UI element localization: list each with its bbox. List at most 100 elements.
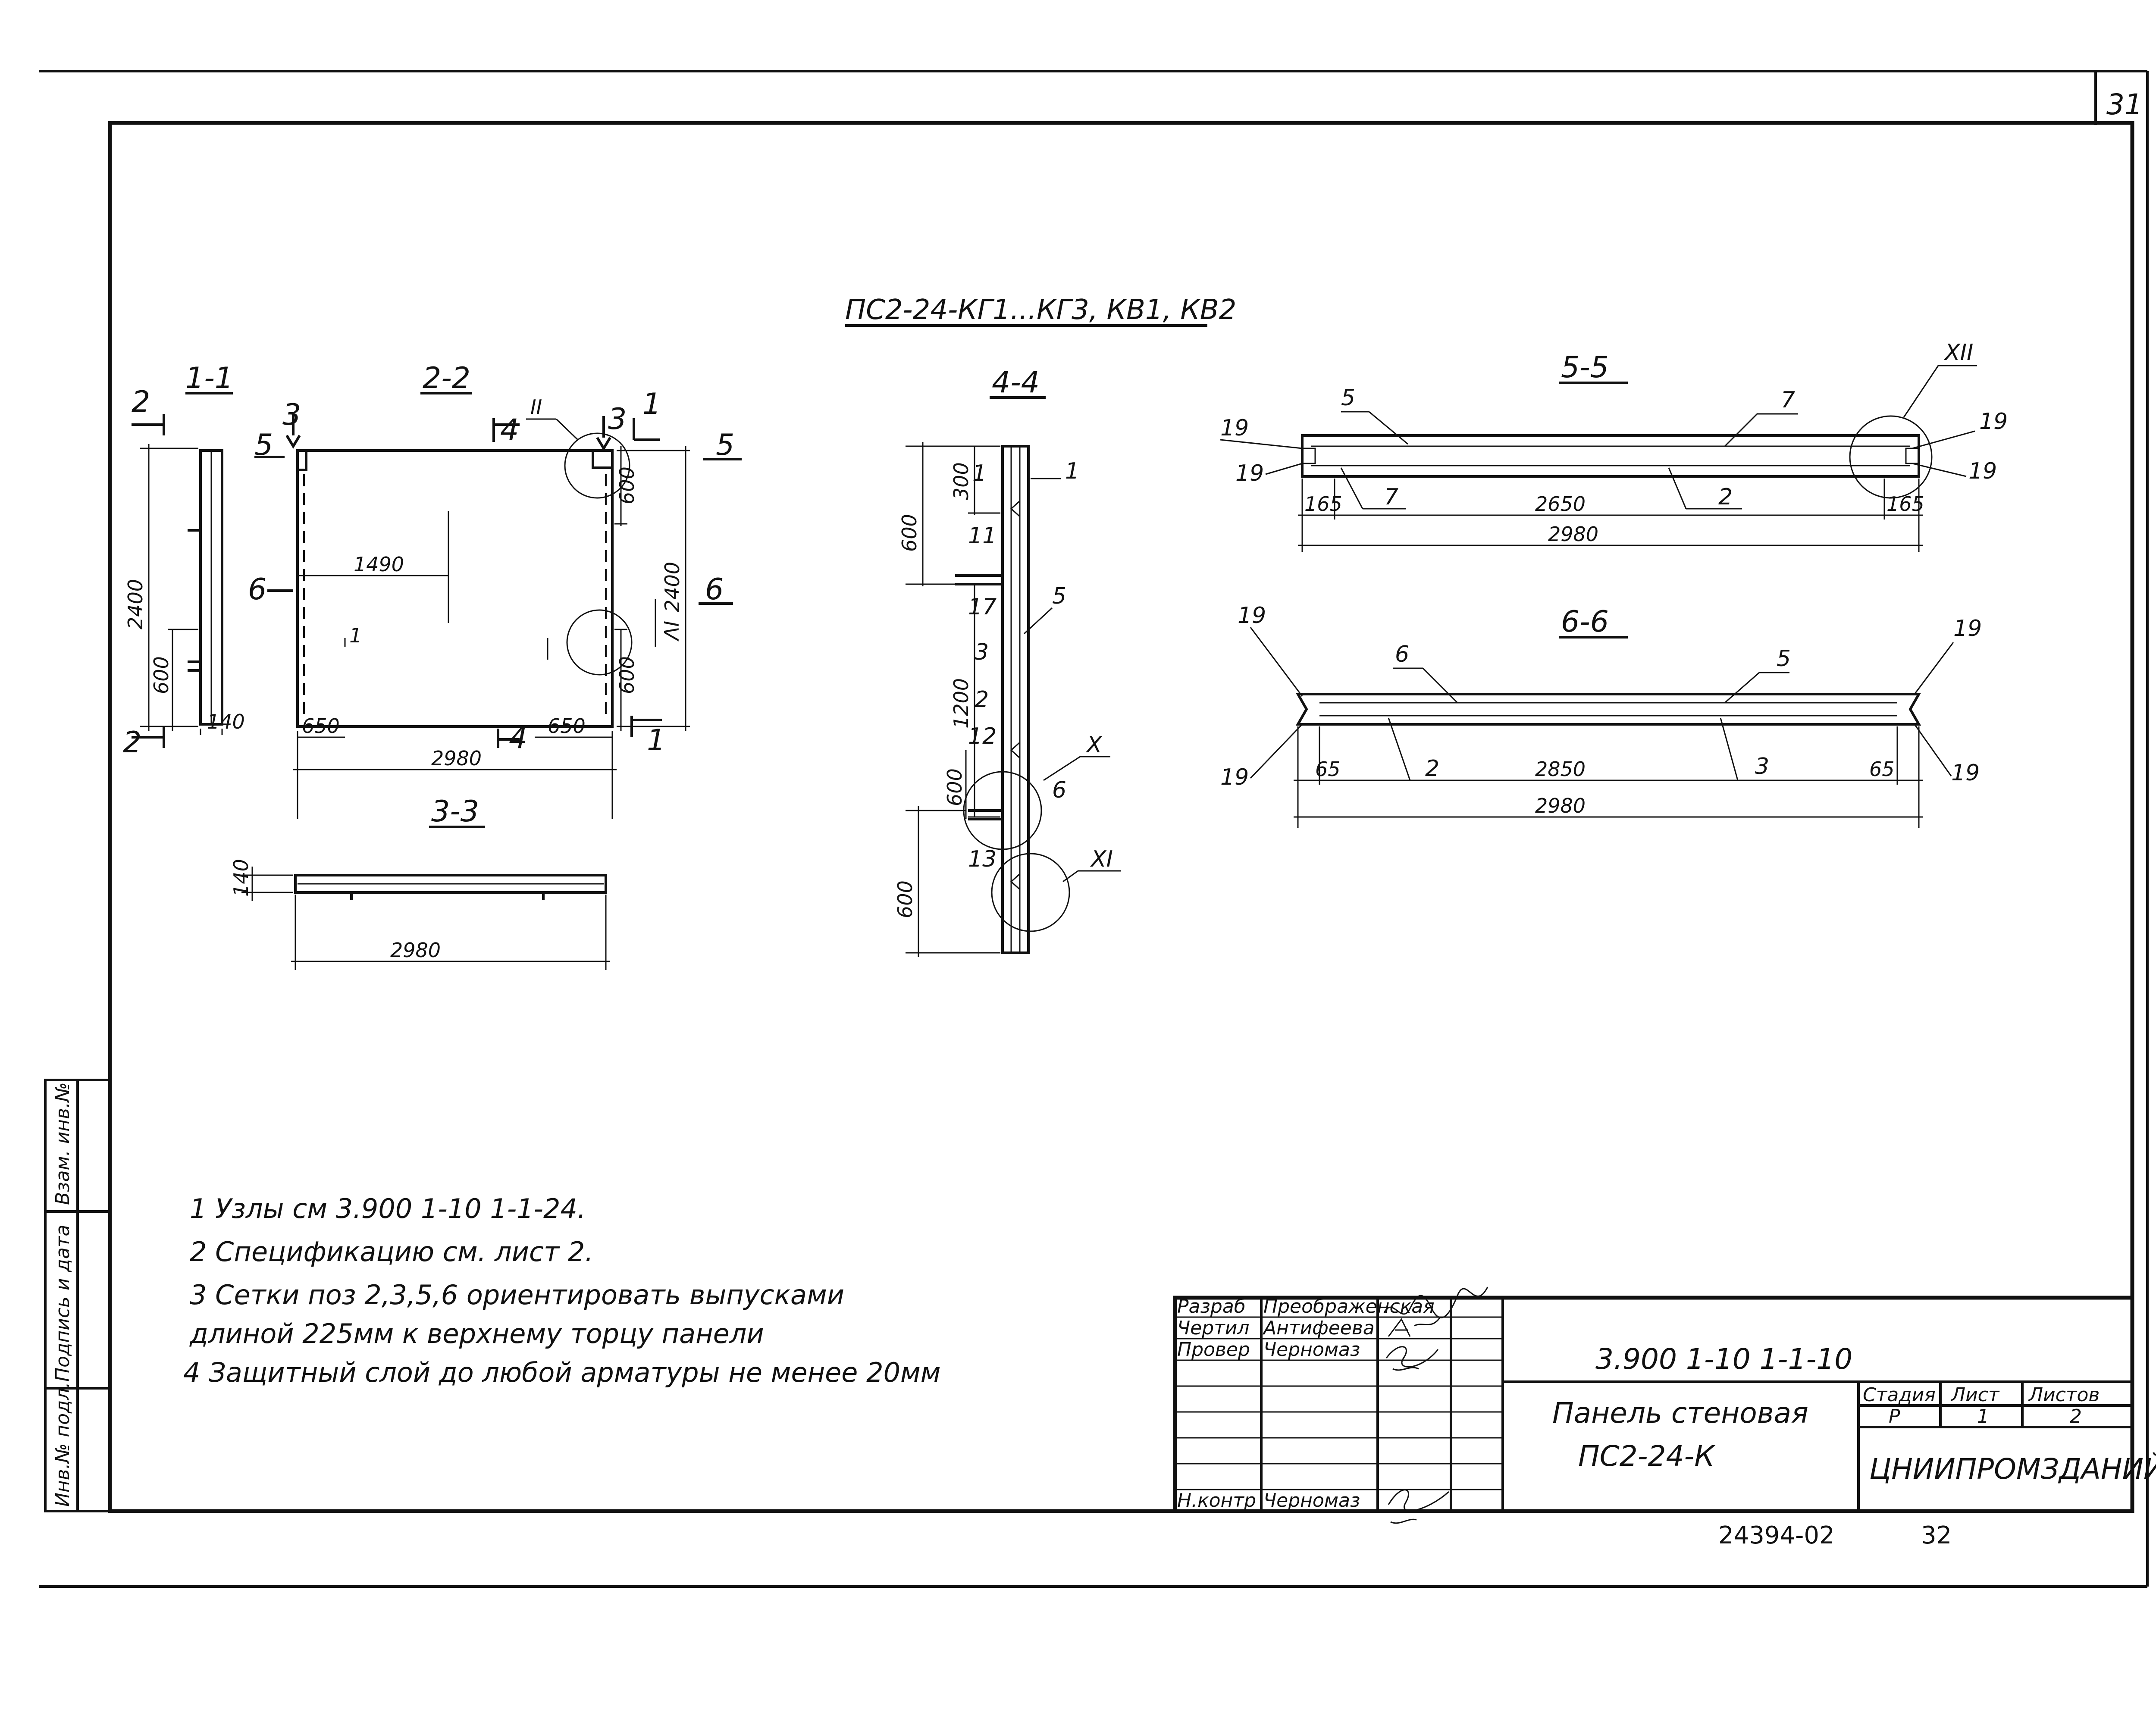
cut-mark-5-right: 5 bbox=[716, 428, 734, 462]
role-razrab: Разраб bbox=[1177, 1296, 1246, 1318]
value-listov: 2 bbox=[2070, 1405, 2082, 1427]
sheet-number: 31 bbox=[2106, 88, 2143, 121]
pos-3-6-6: 3 bbox=[1755, 754, 1769, 779]
dim-2400-right: 2400 bbox=[661, 562, 684, 612]
section-label-4-4: 4-4 bbox=[992, 366, 1040, 400]
title-block-name-line2: ПС2-24-К bbox=[1578, 1440, 1716, 1473]
dim-650-right: 650 bbox=[548, 714, 586, 738]
organization: ЦНИИПРОМЗДАНИЙ bbox=[1869, 1452, 2156, 1486]
name-chertil: Антифеева bbox=[1262, 1317, 1375, 1339]
cut-mark-6-right: 6 bbox=[705, 573, 724, 607]
cut-mark-2-top: 2 bbox=[132, 385, 150, 419]
cut-mark-6-left: 6 bbox=[248, 573, 266, 607]
pos-19-6-6-top-right: 19 bbox=[1953, 616, 1982, 642]
pos-12-4-4: 12 bbox=[968, 723, 997, 749]
dim-600-right-top: 600 bbox=[615, 466, 639, 504]
section-1-1: 1-1 2 2 2400 600 140 bbox=[123, 361, 245, 760]
note-2: 2 Спецификацию см. лист 2. bbox=[190, 1236, 593, 1268]
pos-2-4-4: 2 bbox=[975, 687, 989, 713]
pos-19-5-5-bottom-right: 19 bbox=[1968, 458, 1997, 484]
footer: 24394-02 32 bbox=[1718, 1521, 1952, 1549]
pos-11-4-4: 11 bbox=[968, 523, 997, 549]
name-nkontr: Черномаз bbox=[1263, 1490, 1360, 1512]
pos-3-4-4: 3 bbox=[975, 639, 989, 665]
title-block: Разраб Чертил Провер Н.контр Преображенс… bbox=[1173, 1286, 2156, 1524]
note-3-continued: длиной 225мм к верхнему торцу панели bbox=[189, 1318, 764, 1349]
dim-165-left: 165 bbox=[1304, 492, 1342, 516]
cut-mark-4-top: 4 bbox=[500, 413, 519, 447]
archive-number: 24394-02 bbox=[1718, 1521, 1835, 1549]
dim-165-right: 165 bbox=[1887, 492, 1924, 516]
title-block-name-line1: Панель стеновая bbox=[1552, 1396, 1808, 1430]
note-3: 3 Сетки поз 2,3,5,6 ориентировать выпуск… bbox=[190, 1279, 844, 1311]
drawing-title: ПС2-24-КГ1...КГ3, КВ1, КВ2 bbox=[845, 294, 1236, 326]
pos-19-6-6-top-left: 19 bbox=[1238, 603, 1266, 629]
dim-2980-6-6: 2980 bbox=[1535, 794, 1586, 817]
pos-19-6-6-bottom-right: 19 bbox=[1951, 760, 1980, 786]
signature-nkontr bbox=[1388, 1489, 1450, 1524]
cut-mark-1-bottom: 1 bbox=[647, 723, 665, 757]
cut-mark-1-top: 1 bbox=[642, 387, 661, 421]
pos-17-4-4: 17 bbox=[968, 594, 997, 620]
page-number: 32 bbox=[1921, 1521, 1952, 1549]
pos-6-4-4: 6 bbox=[1052, 777, 1066, 803]
signature-chertil bbox=[1388, 1317, 1441, 1337]
note-4: 4 Защитный слой до любой арматуры не мен… bbox=[183, 1357, 941, 1388]
role-chertil: Чертил bbox=[1177, 1317, 1250, 1339]
section-2-2: 2-2 3 5 6 4 3 1 4 1 5 6 II IV bbox=[248, 361, 742, 819]
dim-2980-3-3: 2980 bbox=[390, 939, 441, 962]
note-1: 1 Узлы см 3.900 1-10 1-1-24. bbox=[190, 1193, 586, 1224]
pos-2-6-6: 2 bbox=[1425, 756, 1439, 782]
dim-600-right-bottom: 600 bbox=[615, 656, 639, 694]
role-nkontr: Н.контр bbox=[1177, 1490, 1256, 1512]
section-label-3-3: 3-3 bbox=[431, 795, 479, 829]
role-prover: Провер bbox=[1177, 1339, 1250, 1361]
cut-mark-3-top: 3 bbox=[608, 402, 627, 436]
pos-2-5-5: 2 bbox=[1718, 484, 1733, 510]
dim-600-4-4-bottom: 600 bbox=[893, 880, 917, 918]
dim-2980-2-2: 2980 bbox=[431, 747, 482, 770]
node-x-label: X bbox=[1085, 732, 1103, 758]
dim-2980-5-5: 2980 bbox=[1548, 523, 1598, 546]
header-list: Лист bbox=[1950, 1384, 2000, 1406]
drawing-title-group: ПС2-24-КГ1...КГ3, КВ1, КВ2 bbox=[845, 294, 1236, 327]
section-label-2-2: 2-2 bbox=[423, 361, 470, 395]
dim-65-right: 65 bbox=[1869, 757, 1895, 781]
dim-1490: 1490 bbox=[354, 553, 404, 576]
pos-1-4-4-left: 1 bbox=[972, 460, 987, 486]
header-stadia: Стадия bbox=[1863, 1384, 1936, 1406]
side-stamp-col3: Инв.№ подл. bbox=[52, 1382, 74, 1507]
dim-600-4-4-mid: 600 bbox=[943, 768, 966, 806]
header-listov: Листов bbox=[2028, 1384, 2100, 1406]
value-list: 1 bbox=[1977, 1405, 1989, 1427]
pos-5-5-5: 5 bbox=[1341, 385, 1355, 411]
side-stamp-col2: Подпись и дата bbox=[52, 1225, 74, 1382]
dim-65-left: 65 bbox=[1315, 757, 1341, 781]
section-3-3: 3-3 140 2980 bbox=[229, 795, 610, 970]
value-stadia: Р bbox=[1889, 1405, 1900, 1427]
notes: 1 Узлы см 3.900 1-10 1-1-24. 2 Специфика… bbox=[183, 1193, 941, 1388]
dim-140-3-3: 140 bbox=[229, 859, 253, 897]
title-block-code: 3.900 1-10 1-1-10 bbox=[1595, 1343, 1852, 1376]
dim-650-left: 650 bbox=[302, 714, 340, 738]
pos-1-4-4-right: 1 bbox=[1065, 458, 1079, 484]
pos-7-5-5-top: 7 bbox=[1781, 387, 1795, 413]
node-xi-label: XI bbox=[1090, 846, 1113, 872]
side-stamp: Взам. инв.№ Подпись и дата Инв.№ подл. bbox=[44, 1079, 111, 1512]
dim-2650: 2650 bbox=[1535, 492, 1586, 516]
pos-7-5-5-bottom: 7 bbox=[1384, 484, 1398, 510]
section-4-4: 4-4 600 300 1200 600 600 1 1 11 17 5 3 bbox=[893, 366, 1121, 957]
dim-140-1-1: 140 bbox=[207, 710, 245, 733]
dim-1200-4-4: 1200 bbox=[950, 678, 973, 729]
section-label-6-6: 6-6 bbox=[1561, 605, 1609, 639]
name-prover: Черномаз bbox=[1263, 1339, 1360, 1361]
dim-2850: 2850 bbox=[1535, 757, 1586, 781]
dim-2400-vertical: 2400 bbox=[124, 579, 147, 629]
node-iv-label: IV bbox=[659, 621, 683, 642]
section-5-5: 5-5 5 7 XII 19 19 7 2 19 19 bbox=[1220, 340, 2008, 552]
pos-19-5-5-top-left: 19 bbox=[1220, 415, 1249, 441]
name-razrab: Преображенская bbox=[1263, 1296, 1435, 1318]
panel-mark-2-2: 1 bbox=[349, 624, 362, 647]
cut-mark-3-left: 3 bbox=[282, 398, 301, 432]
